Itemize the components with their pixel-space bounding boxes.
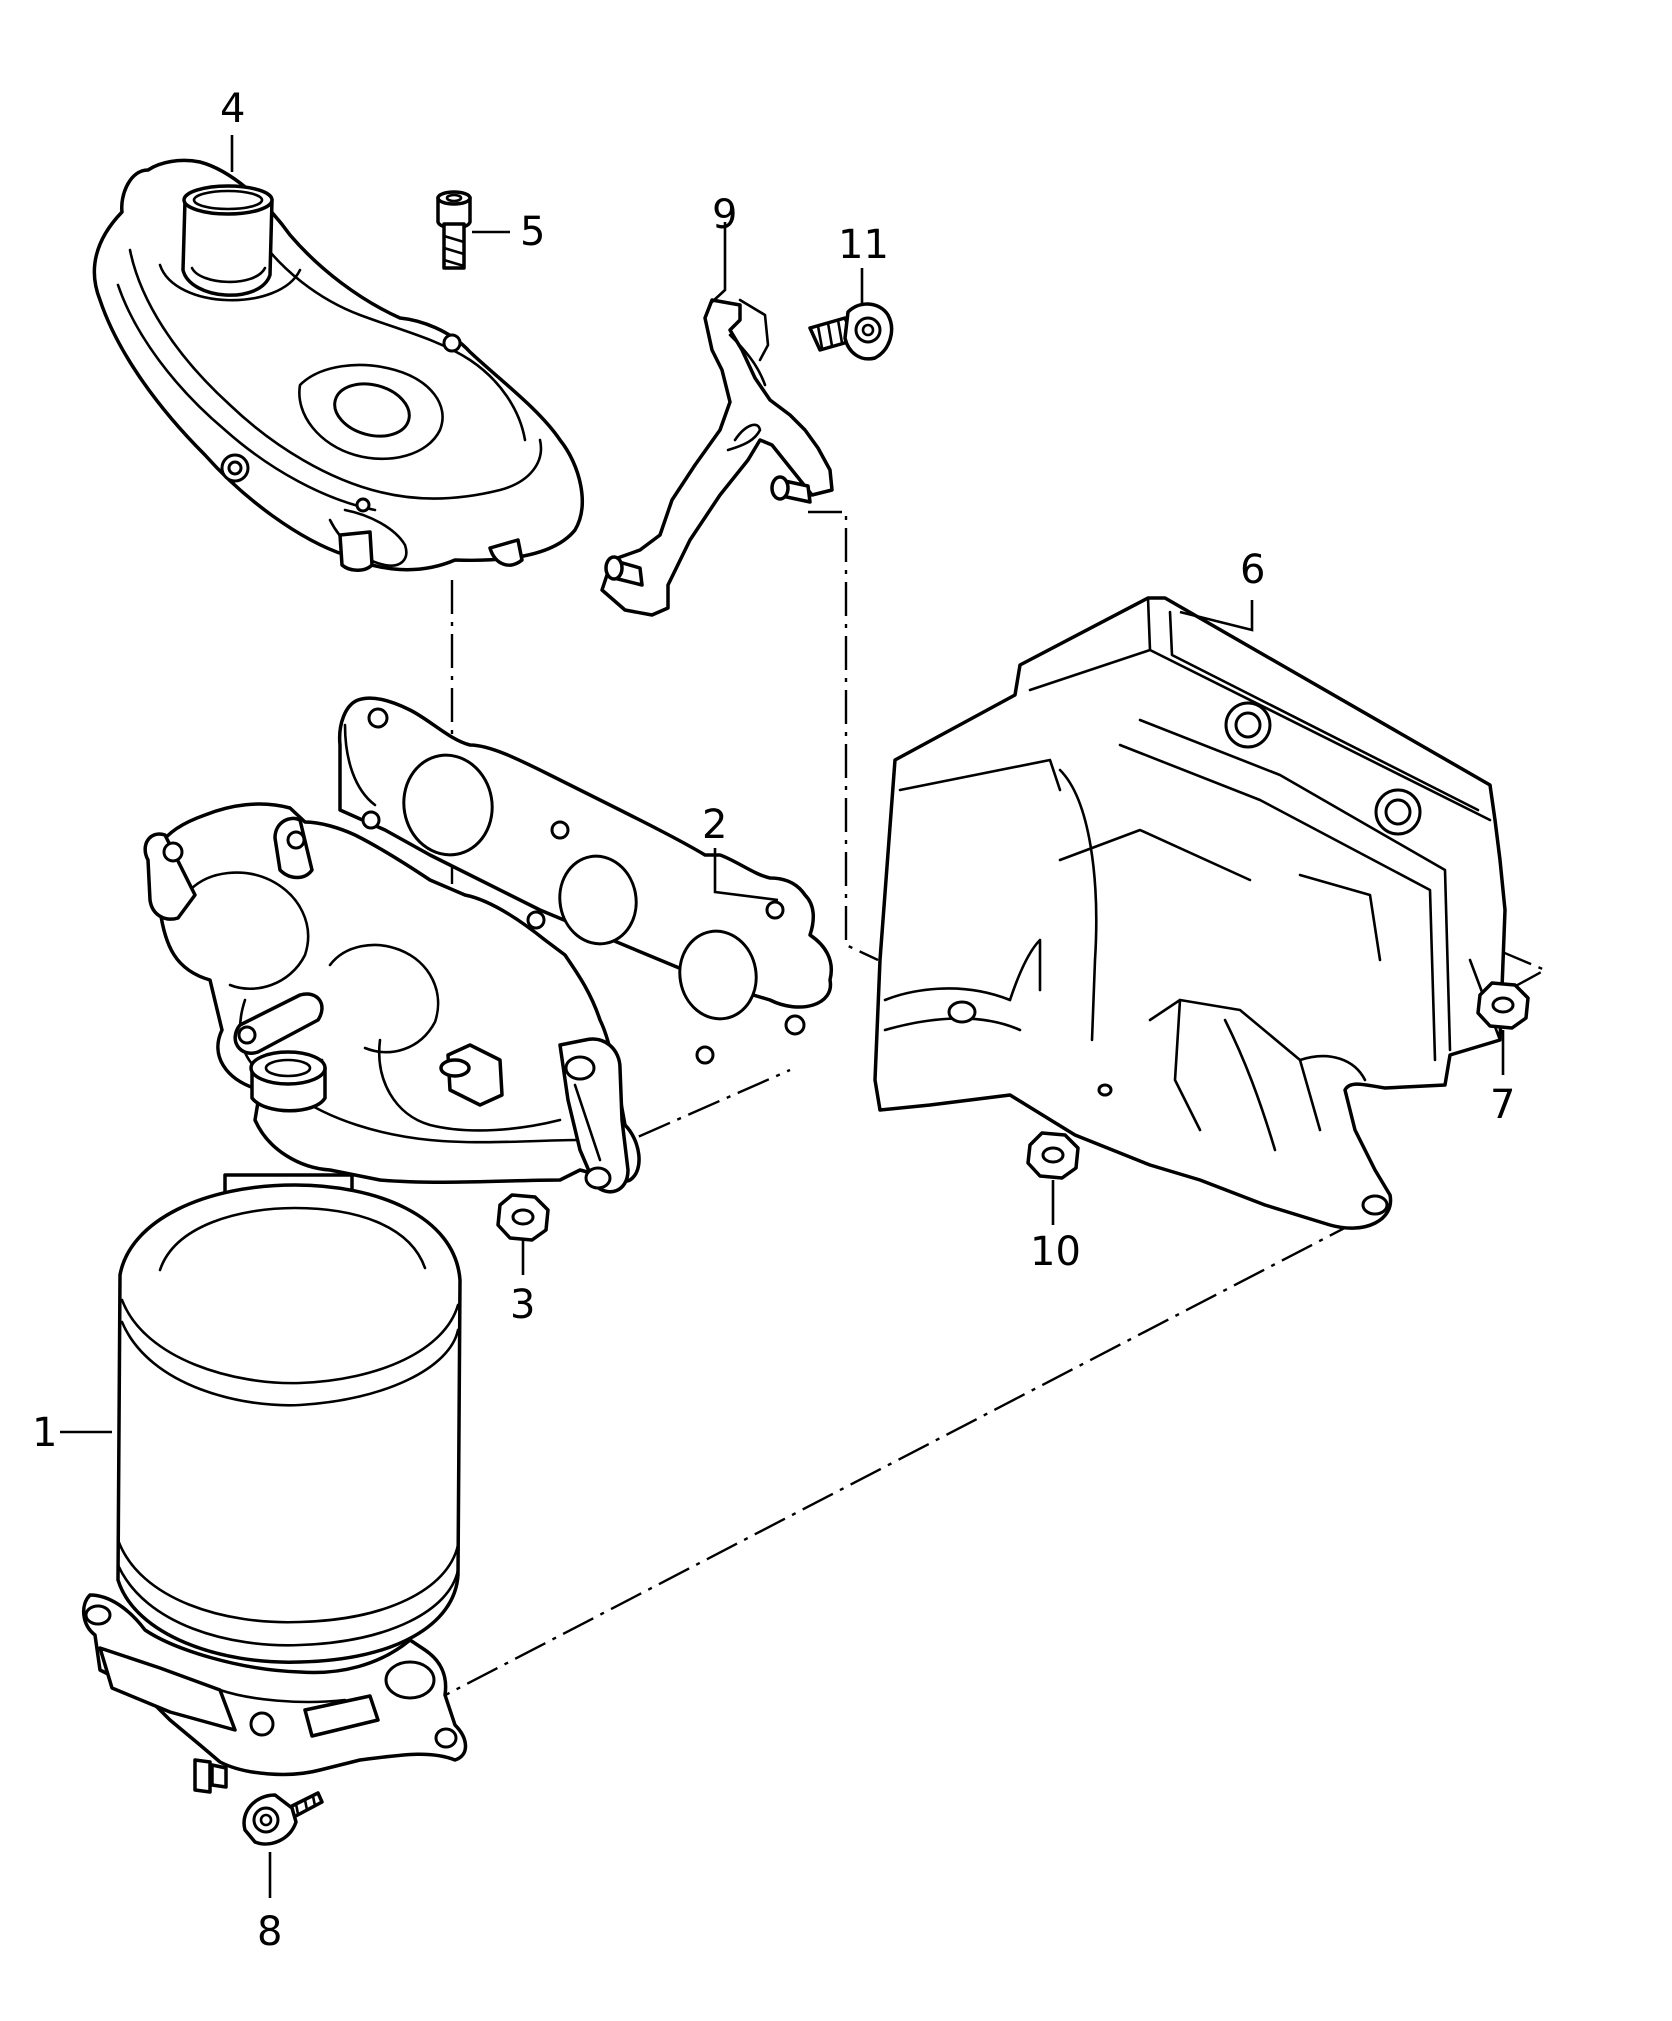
callout-4: 4 <box>220 86 245 132</box>
bolt-5 <box>436 190 472 270</box>
lower-heat-shield <box>873 596 1507 1230</box>
callout-5: 5 <box>520 209 545 255</box>
callout-9: 9 <box>712 192 737 238</box>
callout-3: 3 <box>510 1282 535 1328</box>
upper-heat-shield <box>92 158 584 572</box>
callout-8: 8 <box>257 1909 282 1955</box>
callout-11: 11 <box>838 222 889 268</box>
nut-3 <box>496 1193 550 1242</box>
callout-7: 7 <box>1490 1082 1515 1128</box>
callout-2: 2 <box>702 802 727 848</box>
leader-lines <box>60 135 1505 1898</box>
bolt-11 <box>808 302 894 361</box>
bracket-9 <box>600 298 834 617</box>
callout-10: 10 <box>1030 1229 1081 1275</box>
callout-numbers: 1 2 3 4 5 6 7 8 9 10 11 <box>32 86 1515 1955</box>
bolt-8 <box>242 1791 324 1846</box>
nut-10 <box>1026 1131 1080 1180</box>
nut-7 <box>1476 981 1530 1030</box>
callout-1: 1 <box>32 1410 57 1456</box>
callout-6: 6 <box>1240 547 1265 593</box>
manifold-catalytic-converter-1 <box>82 802 641 1794</box>
gasket-2 <box>337 696 833 1065</box>
